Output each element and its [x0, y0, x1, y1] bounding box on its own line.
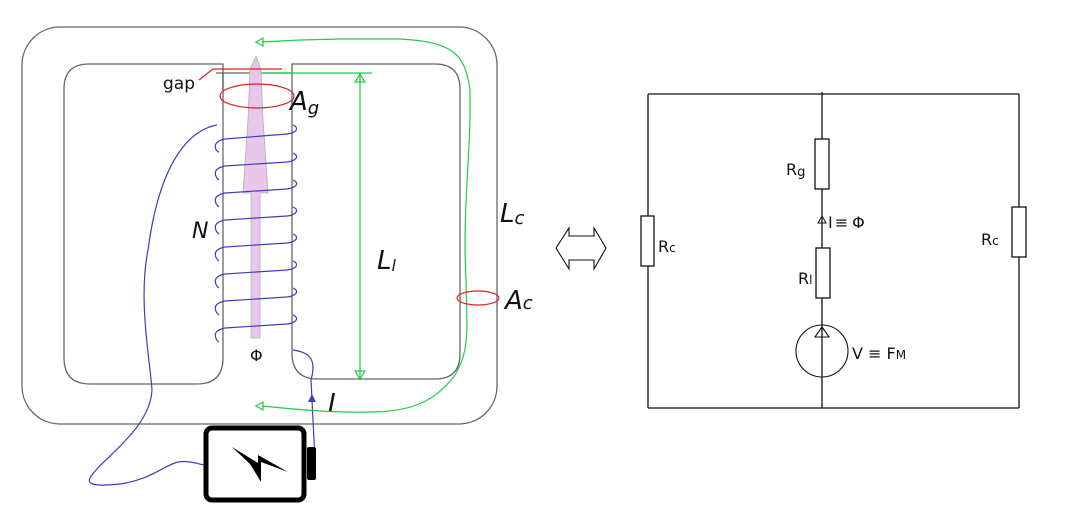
core-area-label: Ac	[503, 286, 533, 316]
leg-length-arrow-top-icon	[353, 72, 367, 83]
winding-lead-right	[292, 349, 316, 461]
gap-leader-line	[198, 68, 282, 81]
resistor-right-core-label: Rc	[981, 230, 999, 249]
flux-arrow-head	[242, 54, 269, 339]
core-flux-path-line	[261, 38, 471, 413]
gap-label: gap	[163, 74, 195, 94]
gap-area-marker	[219, 83, 295, 109]
core-right-window	[291, 63, 461, 380]
gap-marker	[198, 68, 295, 109]
leg-length-label: Ll	[377, 246, 397, 276]
resistor-leg-label: Rl	[798, 269, 812, 288]
resistor-left-core	[640, 215, 655, 267]
resistor-gap-label: Rg	[786, 160, 805, 180]
mmf-source-arrow-icon	[813, 326, 831, 338]
leg-length-dimension	[262, 72, 372, 381]
winding-coil	[88, 124, 316, 486]
resistor-gap	[814, 138, 830, 190]
double-arrow-icon	[555, 226, 607, 272]
lightning-bolt-icon	[232, 447, 288, 482]
core-flux-arrow-bottom-icon	[254, 400, 264, 412]
current-arrow-icon	[308, 394, 316, 402]
core-flux-arrow-top-icon	[254, 36, 264, 48]
leg-length-arrow-bottom-icon	[353, 370, 367, 381]
equivalent-circuit	[640, 92, 1027, 409]
winding-turns	[214, 124, 298, 343]
core-area-marker	[456, 290, 500, 306]
resistor-leg	[815, 247, 831, 299]
core-left-window	[63, 63, 224, 385]
resistor-right-core	[1011, 206, 1027, 258]
mmf-source	[795, 324, 849, 378]
source-label: V ≡ FM	[852, 344, 906, 363]
winding-lead-left	[88, 124, 218, 486]
core-length-label: Lc	[500, 199, 525, 229]
resistor-left-core-label: Rc	[658, 237, 676, 256]
battery-charging-icon	[203, 425, 316, 503]
equivalence-arrow	[555, 226, 607, 272]
core-flux-path	[254, 36, 471, 413]
gap-area-label: Ag	[288, 87, 319, 119]
flux-label: Φ	[250, 346, 263, 365]
current-label: I	[328, 389, 336, 419]
turns-label: N	[192, 219, 208, 244]
flux-arrow	[242, 54, 269, 339]
magnetic-core	[21, 26, 498, 425]
current-arrow-circuit-icon	[817, 214, 827, 224]
circuit-current-label: I≡Φ	[828, 213, 865, 232]
battery-terminal	[307, 447, 316, 480]
core-outer-outline	[21, 26, 498, 425]
